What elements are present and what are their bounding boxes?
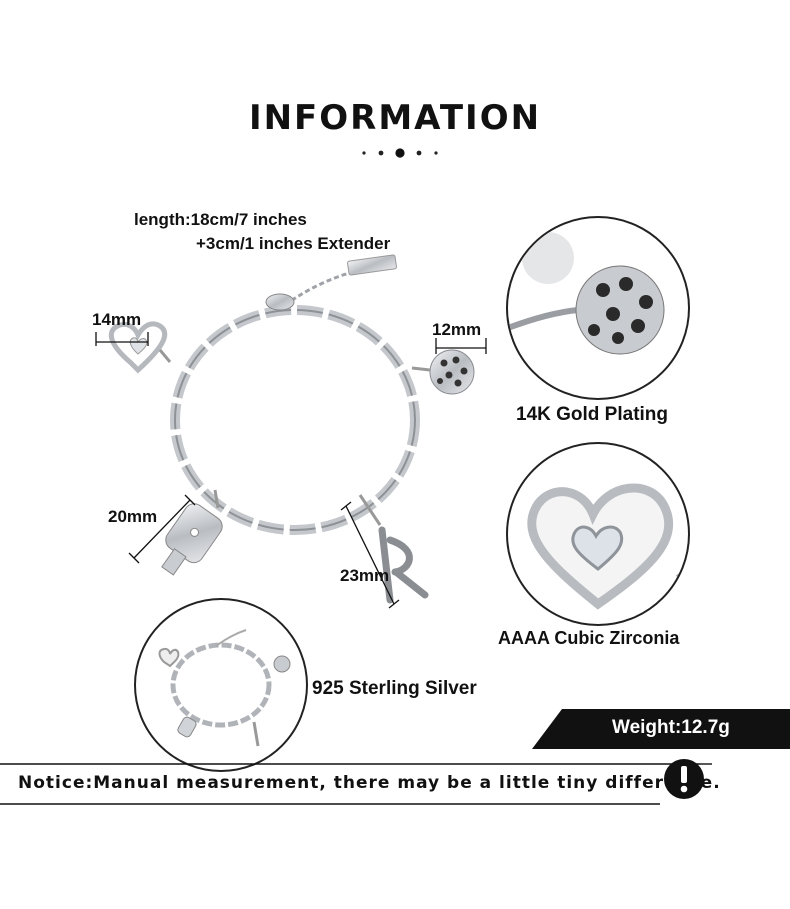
stone-caption: AAAA Cubic Zirconia <box>498 628 680 648</box>
bracelet-image <box>108 254 475 604</box>
letter-dimension: 23mm <box>340 566 390 585</box>
heart-closeup-image <box>506 442 690 626</box>
notice-text: Notice:Manual measurement, there may be … <box>18 773 721 793</box>
weight-label: Weight:12.7g <box>612 717 730 738</box>
page-title: INFORMATION <box>248 98 542 138</box>
letter-dimension-line <box>340 501 400 609</box>
ball-dimension-line <box>435 338 487 354</box>
ball-dimension: 12mm <box>432 320 482 339</box>
exclamation-icon <box>664 759 704 799</box>
heart-dimension-line <box>95 332 149 346</box>
paddle-dimension: 20mm <box>108 507 158 526</box>
notice-frame <box>0 763 712 805</box>
decorative-dots-icon <box>362 148 438 158</box>
material-caption: 925 Sterling Silver <box>312 678 477 699</box>
ball-closeup-image <box>506 216 690 400</box>
paddle-dimension-line <box>128 494 196 564</box>
weight-band <box>532 709 790 749</box>
plating-caption: 14K Gold Plating <box>516 404 669 425</box>
bracelet-thumbnail-image <box>134 598 308 772</box>
extender-label: +3cm/1 inches Extender <box>196 234 391 253</box>
heart-dimension: 14mm <box>92 310 142 329</box>
length-label: length:18cm/7 inches <box>134 210 307 229</box>
